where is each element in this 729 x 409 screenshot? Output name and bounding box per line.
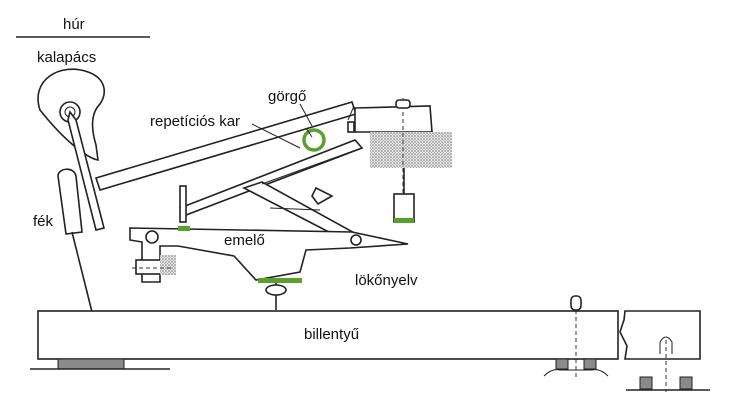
label-wippen: emelő — [224, 232, 265, 249]
key — [37, 295, 701, 392]
wippen — [129, 185, 409, 310]
key-frame — [30, 358, 710, 391]
label-repetition-lever: repetíciós kar — [150, 113, 240, 130]
label-key: billentyű — [304, 326, 359, 343]
label-string: húr — [63, 16, 85, 33]
hammer — [37, 68, 105, 231]
repetition-lever — [94, 101, 433, 216]
roller — [302, 127, 326, 152]
regulating-rail — [370, 98, 452, 223]
damper — [57, 168, 93, 313]
label-jack: lökőnyelv — [355, 272, 418, 289]
label-roller: görgő — [268, 88, 306, 105]
label-hammer: kalapács — [37, 49, 96, 66]
label-damper: fék — [33, 213, 54, 230]
